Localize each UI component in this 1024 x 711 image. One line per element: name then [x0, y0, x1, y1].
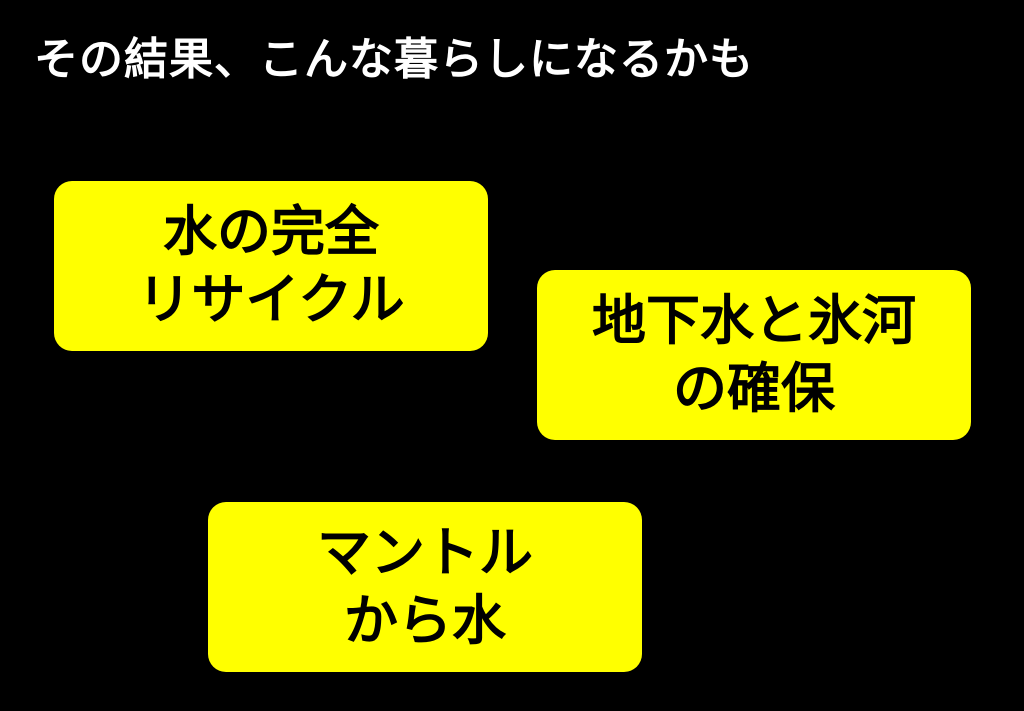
callout-line: マントル [317, 521, 533, 584]
slide-title: その結果、こんな暮らしになるかも [34, 34, 754, 85]
callout-line: から水 [344, 589, 506, 652]
callout-line: の確保 [673, 357, 835, 420]
callout-line: 水の完全 [163, 200, 379, 263]
callout-line: 地下水と氷河 [592, 289, 916, 352]
callout-mantle-water: マントル から水 [208, 502, 642, 672]
callout-groundwater-glaciers: 地下水と氷河 の確保 [537, 270, 971, 440]
callout-line: リサイクル [137, 268, 405, 331]
callout-water-recycling: 水の完全 リサイクル [54, 181, 488, 351]
